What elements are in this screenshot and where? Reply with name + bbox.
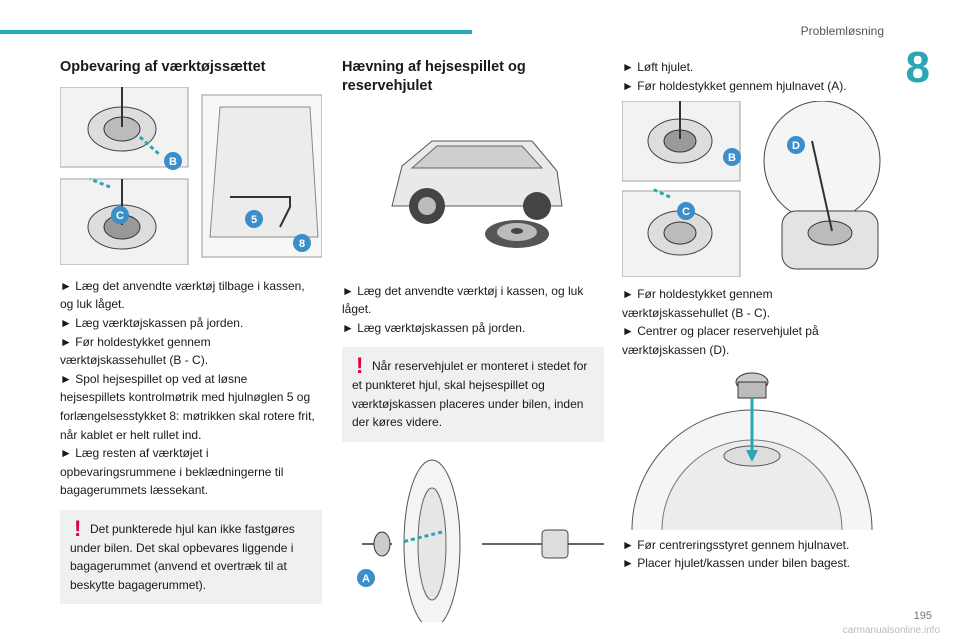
column-hoist: Hævning af hejsespillet og reservehjulet… [342,58,604,622]
warning-text: Når reservehjulet er monteret i stedet f… [352,359,588,430]
line: låget. [342,302,372,317]
line: ► Løft hjulet. [622,60,694,74]
wheel-on-toolkit [763,101,881,270]
line: når kablet er helt rullet ind. [60,427,202,442]
line: ► Placer hjulet/kassen under bilen bages… [622,556,851,571]
line: opbevaringsrummene i beklædningerne til [60,464,284,479]
label-c: C [111,205,129,224]
label-a: A [357,568,375,587]
page-number: 195 [913,610,932,622]
label-b-text: B [169,156,177,168]
line: ► Læg det anvendte værktøj tilbage i kas… [60,278,305,293]
line: ► Før holdestykket gennem hjulnavet (A). [622,78,847,93]
warning-box: ! Når reservehjulet er monteret i stedet… [342,347,604,442]
centering-guide [735,372,769,462]
line: værktøjskassen (D). [622,342,730,357]
label-c-text: C [116,210,124,222]
heading-storage: Opbevaring af værktøjssættet [60,59,266,75]
label-c-text: C [682,206,690,218]
hoist-instructions: ► Læg det anvendte værktøj i kassen, og … [342,282,604,338]
label-8: 8 [293,233,311,252]
spare-wheel-illustration [631,409,873,530]
fitting-instructions-bottom: ► Før centreringsstyret gennem hjulnavet… [622,536,884,573]
line: forlængelsesstykket 8: møtrikken skal ro… [60,409,315,423]
section-title: Problemløsning [800,24,884,38]
label-c: C [677,202,695,221]
inset-top [622,101,741,182]
line: ► Centrer og placer reservehjulet på [622,324,819,339]
figure-wheel-toolkit: D B C [622,101,881,278]
warning-icon: ! [74,515,82,541]
inset-spare-hub-top [60,86,189,168]
header-accent-bar [0,30,472,34]
spare-wheel-under-car [485,219,549,248]
fitting-instructions-top: ► Løft hjulet. ► Før holdestykket gennem… [622,58,884,95]
label-b-top: B [164,151,182,170]
label-5-text: 5 [251,214,257,226]
inset-bottom [622,187,741,278]
line: ► Læg værktøjskassen på jorden. [60,316,244,331]
label-a-text: A [362,573,370,585]
line: ► Læg det anvendte værktøj i kassen, og … [342,283,584,298]
warning-icon: ! [356,353,364,379]
line: og luk låget. [60,297,125,312]
trunk-illustration [201,94,322,258]
storage-instructions: ► Læg det anvendte værktøj tilbage i kas… [60,277,322,500]
line: ► Spol hejsespillet op ved at løsne [60,371,248,386]
figure-toolkit-storage: B C 5 8 [60,86,322,265]
line: hejsespillets kontrolmøtrik med hjulnøgl… [60,390,311,405]
line: ► Før holdestykket gennem [60,334,211,349]
figure-centering-guide [631,372,873,530]
column-storage: Opbevaring af værktøjssættet B [60,58,322,605]
line: ► Før centreringsstyret gennem hjulnavet… [622,537,850,552]
heading-hoist: Hævning af hejsespillet og reservehjulet [342,59,526,94]
line: ► Læg værktøjskassen på jorden. [342,320,526,335]
watermark: carmanualsonline.info [842,625,940,636]
column-fitting: ► Løft hjulet. ► Før holdestykket gennem… [622,58,884,573]
line: ► Før holdestykket gennem [622,287,773,302]
figure-car-spare-wheel [391,140,563,248]
warning-text: Det punkterede hjul kan ikke fastgøres u… [70,521,295,592]
label-8-text: 8 [299,238,305,250]
warning-box: ! Det punkterede hjul kan ikke fastgøres… [60,509,322,605]
car-illustration [391,140,563,224]
label-b-text: B [728,152,736,164]
line: værktøjskassehullet (B - C). [60,353,209,368]
line: ► Læg resten af værktøjet i [60,446,209,461]
line: værktøjskassehullet (B - C). [622,305,771,320]
fitting-instructions-mid: ► Før holdestykket gennem værktøjskasseh… [622,285,884,359]
wheel-side-view [362,459,604,622]
label-5: 5 [245,209,263,228]
line: bagagerummets læssekant. [60,483,209,498]
label-b: B [723,148,741,167]
chapter-number: 8 [905,43,930,92]
label-d-text: D [792,140,800,152]
figure-wheel-side: A [357,459,604,622]
label-d: D [787,136,805,155]
